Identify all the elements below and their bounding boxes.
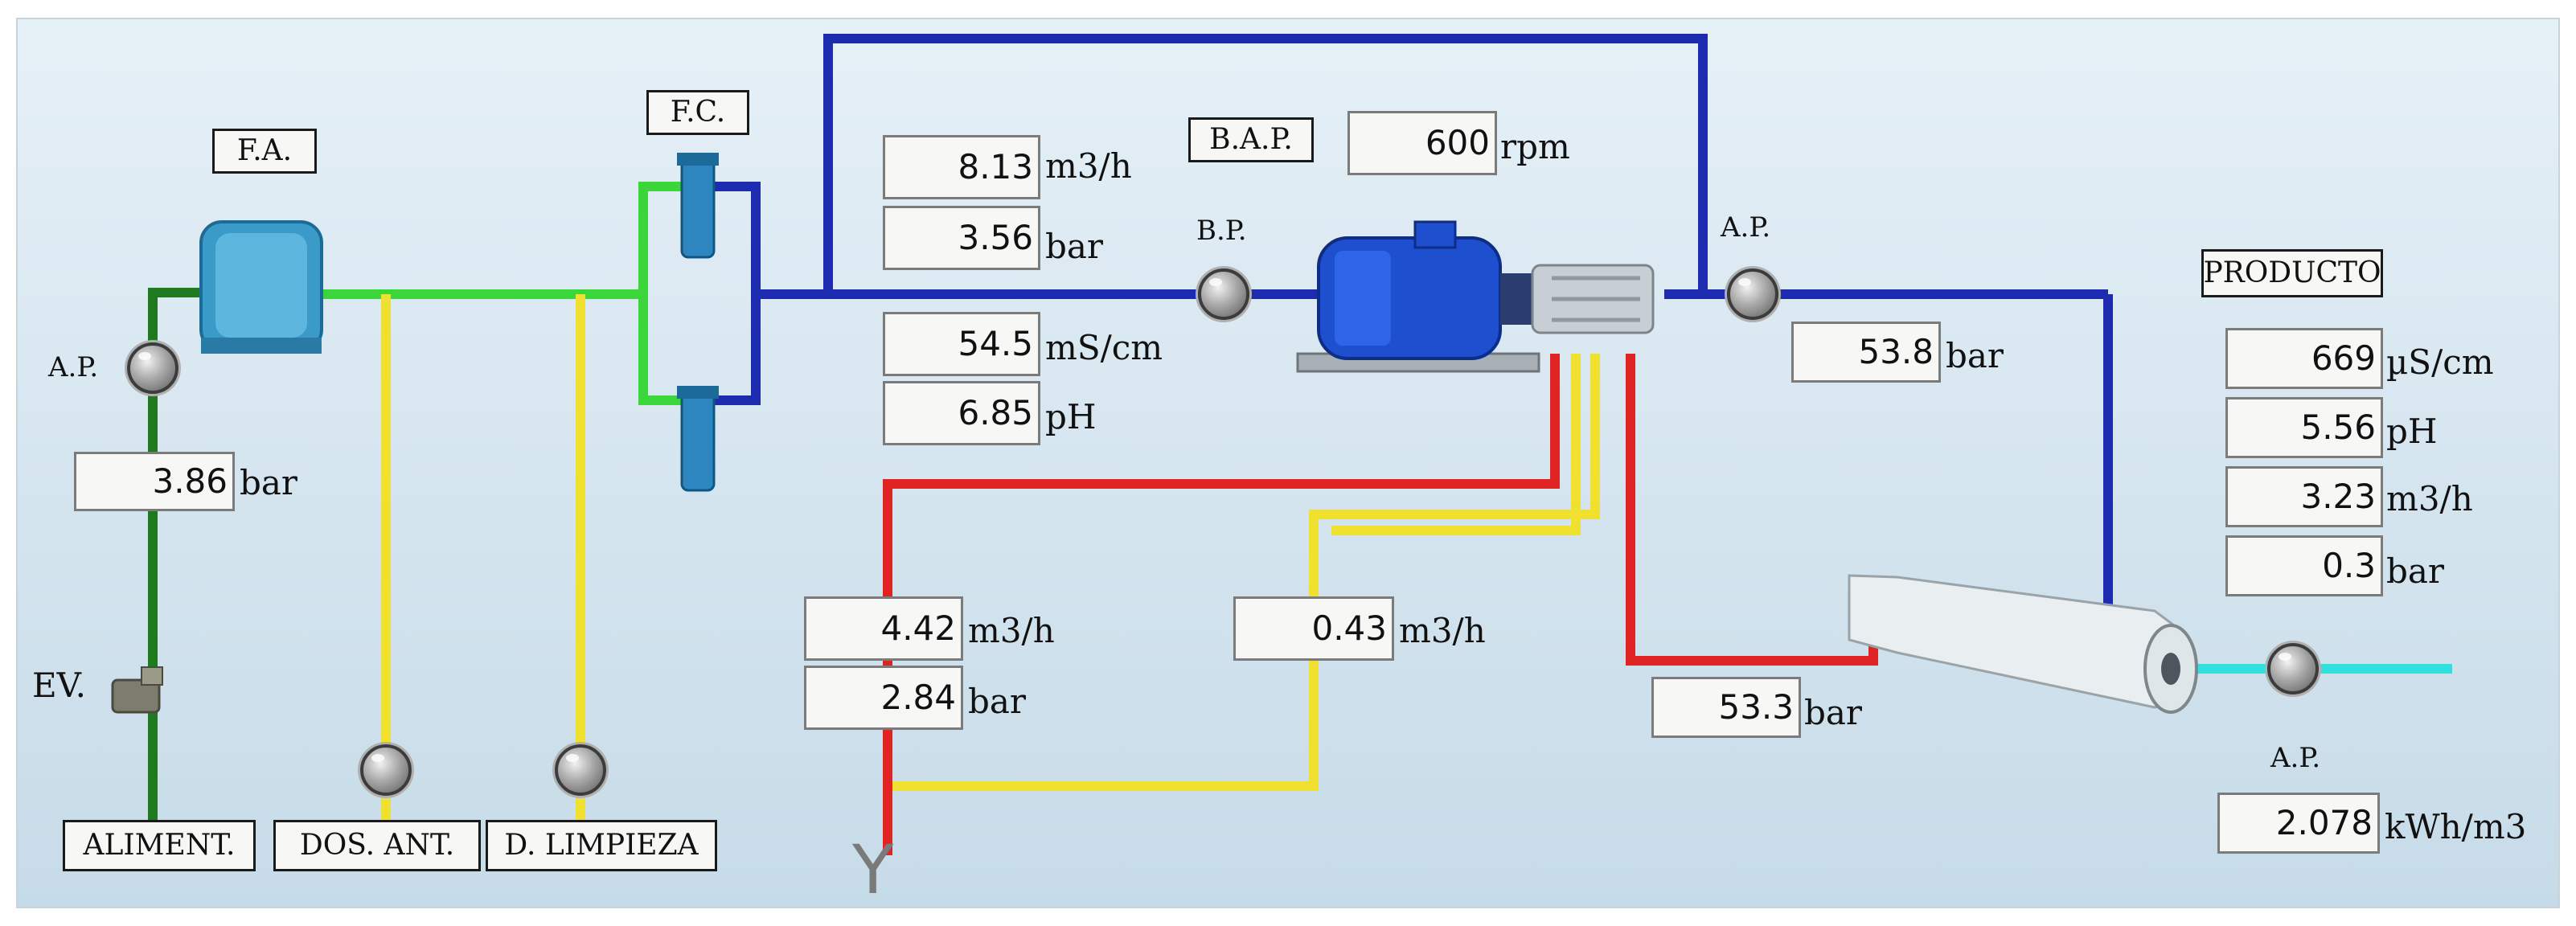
lp-conductivity-unit: mS/cm xyxy=(1045,328,1163,367)
antiscalant-valve[interactable] xyxy=(360,744,412,796)
low-pressure-gauge[interactable] xyxy=(1198,268,1249,320)
product-flow-value: 3.23 xyxy=(2225,466,2383,527)
lp-ph-unit: pH xyxy=(1045,397,1097,436)
brine-pressure-value: 2.84 xyxy=(804,666,963,730)
feed-filter-unit xyxy=(199,220,323,354)
lp-flow-unit: m3/h xyxy=(1045,146,1132,186)
scada-panel xyxy=(16,18,2560,908)
bp-label: B.P. xyxy=(1196,215,1247,247)
product-tag: PRODUCTO xyxy=(2201,249,2383,297)
high-pressure-line xyxy=(698,182,2113,608)
product-ph-value: 5.56 xyxy=(2225,397,2383,458)
membrane-pressure-unit: bar xyxy=(1804,693,1863,732)
product-ph-unit: pH xyxy=(2386,412,2438,451)
recirculation-flow-value: 0.43 xyxy=(1233,596,1394,661)
feed-filter-tag: F.A. xyxy=(212,129,317,174)
specific-energy-value: 2.078 xyxy=(2217,793,2380,854)
product-pressure-unit: bar xyxy=(2386,551,2445,591)
lp-flow-value: 8.13 xyxy=(883,135,1040,199)
lp-conductivity-value: 54.5 xyxy=(883,312,1040,376)
cleaning-tank-tag: D. LIMPIEZA xyxy=(486,820,717,871)
high-pressure-pump xyxy=(1296,220,1655,373)
lp-pressure-unit: bar xyxy=(1045,227,1104,266)
feed-inlet-tag: ALIMENT. xyxy=(63,820,256,871)
dosing-pipes xyxy=(381,294,1600,820)
bypass-loop-pipe xyxy=(823,34,1708,294)
feed-pipe xyxy=(148,288,201,820)
high-pressure-gauge[interactable] xyxy=(1727,268,1778,320)
antiscalant-dosing-tag: DOS. ANT. xyxy=(273,820,481,871)
hp-pressure-value: 53.8 xyxy=(1791,322,1941,383)
product-flow-unit: m3/h xyxy=(2386,479,2473,518)
brine-pressure-unit: bar xyxy=(968,682,1027,721)
drain-symbol: Y xyxy=(852,830,894,909)
specific-energy-unit: kWh/m3 xyxy=(2385,807,2527,846)
hp-pressure-unit: bar xyxy=(1946,336,2004,375)
cleaning-valve[interactable] xyxy=(555,744,606,796)
brine-flow-value: 4.42 xyxy=(804,596,963,661)
filtered-pipe xyxy=(322,182,698,405)
product-pressure-gauge[interactable] xyxy=(2267,643,2319,694)
product-pressure-value: 0.3 xyxy=(2225,535,2383,596)
membrane-pressure-value: 53.3 xyxy=(1651,677,1801,738)
ap-label-right: A.P. xyxy=(2270,742,2321,774)
product-conductivity-unit: µS/cm xyxy=(2386,342,2494,382)
pump-tag: B.A.P. xyxy=(1188,117,1314,162)
ap-label-mid: A.P. xyxy=(1721,211,1771,244)
pump-speed-unit: rpm xyxy=(1500,127,1570,166)
product-conductivity-value: 669 xyxy=(2225,328,2383,389)
feed-pressure-unit: bar xyxy=(240,463,298,502)
electrovalve xyxy=(111,666,163,714)
lp-ph-value: 6.85 xyxy=(883,381,1040,445)
feed-pressure-value: 3.86 xyxy=(74,452,235,511)
lp-pressure-value: 3.56 xyxy=(883,206,1040,270)
pump-speed-value: 600 xyxy=(1347,111,1497,175)
ev-label: EV. xyxy=(32,666,86,705)
feed-pressure-gauge[interactable] xyxy=(127,342,178,394)
brine-flow-unit: m3/h xyxy=(968,611,1055,650)
cartridge-filter-tag: F.C. xyxy=(646,90,749,135)
ro-membrane-vessel xyxy=(1848,574,2198,714)
recirculation-flow-unit: m3/h xyxy=(1399,611,1486,650)
cartridge-filters xyxy=(677,153,719,492)
ap-label-left: A.P. xyxy=(48,351,99,383)
